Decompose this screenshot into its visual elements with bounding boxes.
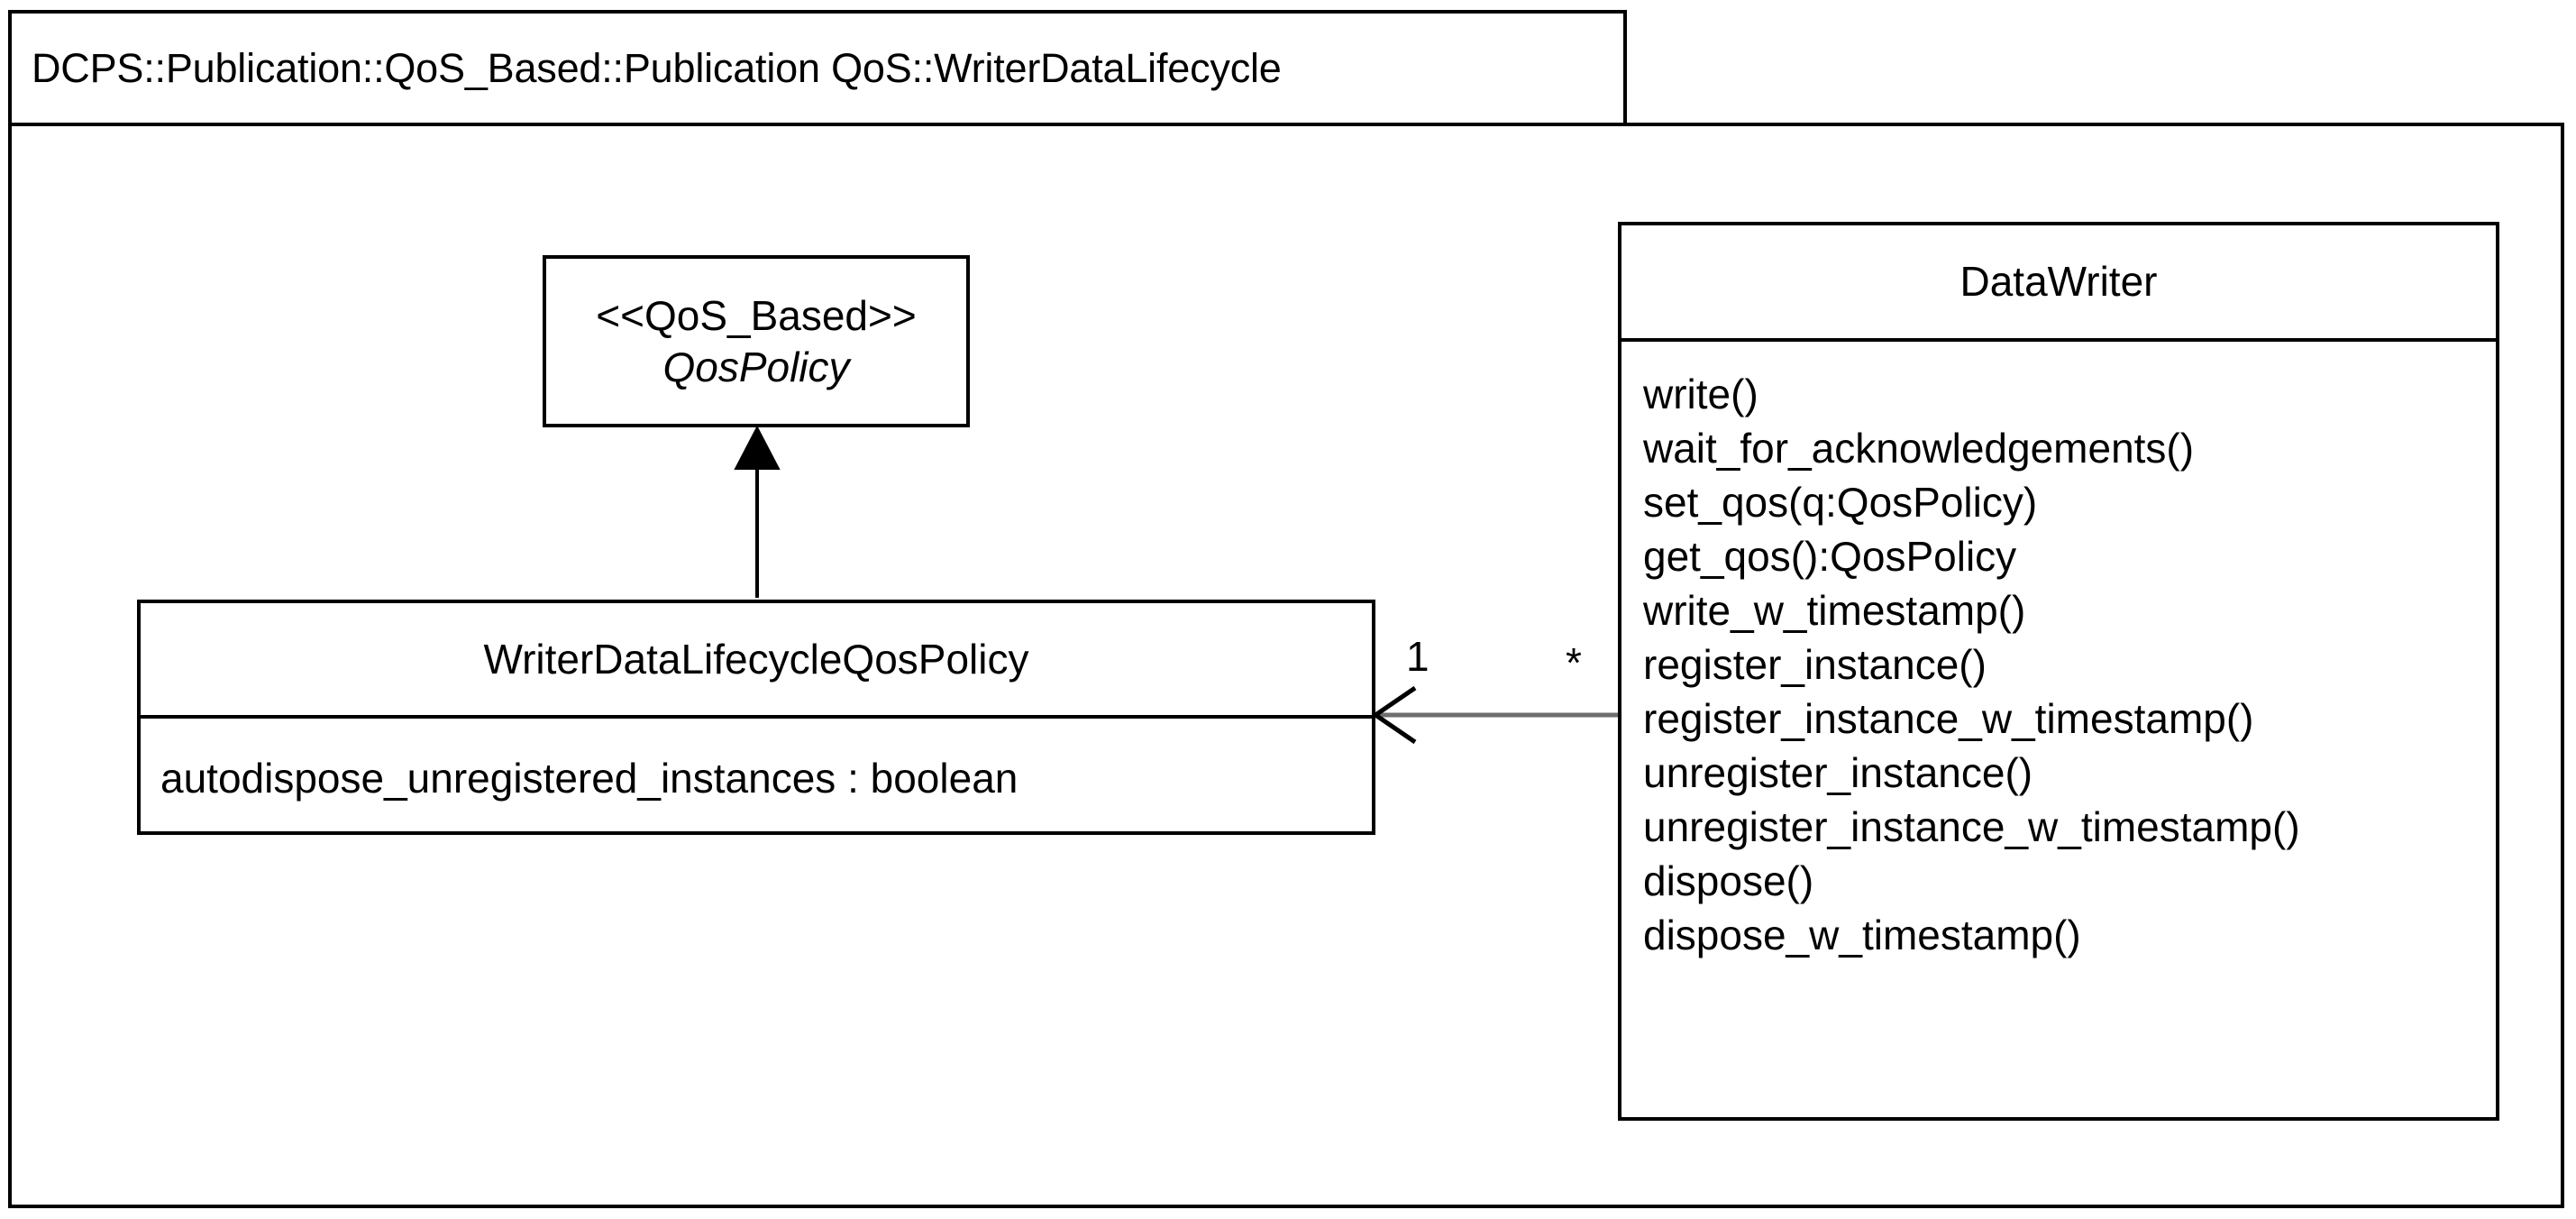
class-header-datawriter: DataWriter (1621, 225, 2496, 338)
multiplicity-label-target: 1 (1406, 633, 1430, 680)
multiplicity-label-source: * (1566, 639, 1582, 686)
operation-row: dispose() (1643, 857, 1814, 905)
class-box-qospolicy[interactable]: <<QoS_Based>> QosPolicy (543, 255, 970, 427)
operation-row: write_w_timestamp() (1643, 587, 2026, 635)
class-name-writerdatalifecycleqospolicy: WriterDataLifecycleQosPolicy (483, 635, 1029, 683)
operations-compartment: write() wait_for_acknowledgements() set_… (1621, 342, 2496, 1124)
attribute-row: autodispose_unregistered_instances : boo… (160, 755, 1019, 802)
compartment-divider (141, 715, 1372, 719)
class-name-datawriter: DataWriter (1959, 258, 2158, 306)
class-header-writerdatalifecycleqospolicy: WriterDataLifecycleQosPolicy (141, 603, 1372, 715)
operation-row: get_qos():QosPolicy (1643, 533, 2017, 581)
class-box-writerdatalifecycleqospolicy[interactable]: WriterDataLifecycleQosPolicy autodispose… (137, 600, 1375, 835)
package-frame-tab: DCPS::Publication::QoS_Based::Publicatio… (8, 10, 1627, 126)
compartment-divider (1621, 338, 2496, 342)
operation-row: unregister_instance_w_timestamp() (1643, 803, 2300, 851)
class-stereotype-qospolicy: <<QoS_Based>> (596, 292, 917, 340)
operation-row: register_instance() (1643, 641, 1987, 689)
class-header-qospolicy: <<QoS_Based>> QosPolicy (546, 259, 966, 424)
operation-row: write() (1643, 371, 1758, 417)
operation-row: register_instance_w_timestamp() (1643, 695, 2254, 743)
class-name-qospolicy: QosPolicy (662, 343, 850, 390)
class-box-datawriter[interactable]: DataWriter write() wait_for_acknowledgem… (1618, 222, 2499, 1121)
operation-row: unregister_instance() (1643, 749, 2033, 797)
operation-row: dispose_w_timestamp() (1643, 912, 2081, 959)
operation-row: set_qos(q:QosPolicy) (1643, 479, 2038, 527)
package-title: DCPS::Publication::QoS_Based::Publicatio… (32, 44, 1282, 91)
attributes-compartment: autodispose_unregistered_instances : boo… (141, 719, 1372, 839)
operation-row: wait_for_acknowledgements() (1643, 425, 2195, 472)
